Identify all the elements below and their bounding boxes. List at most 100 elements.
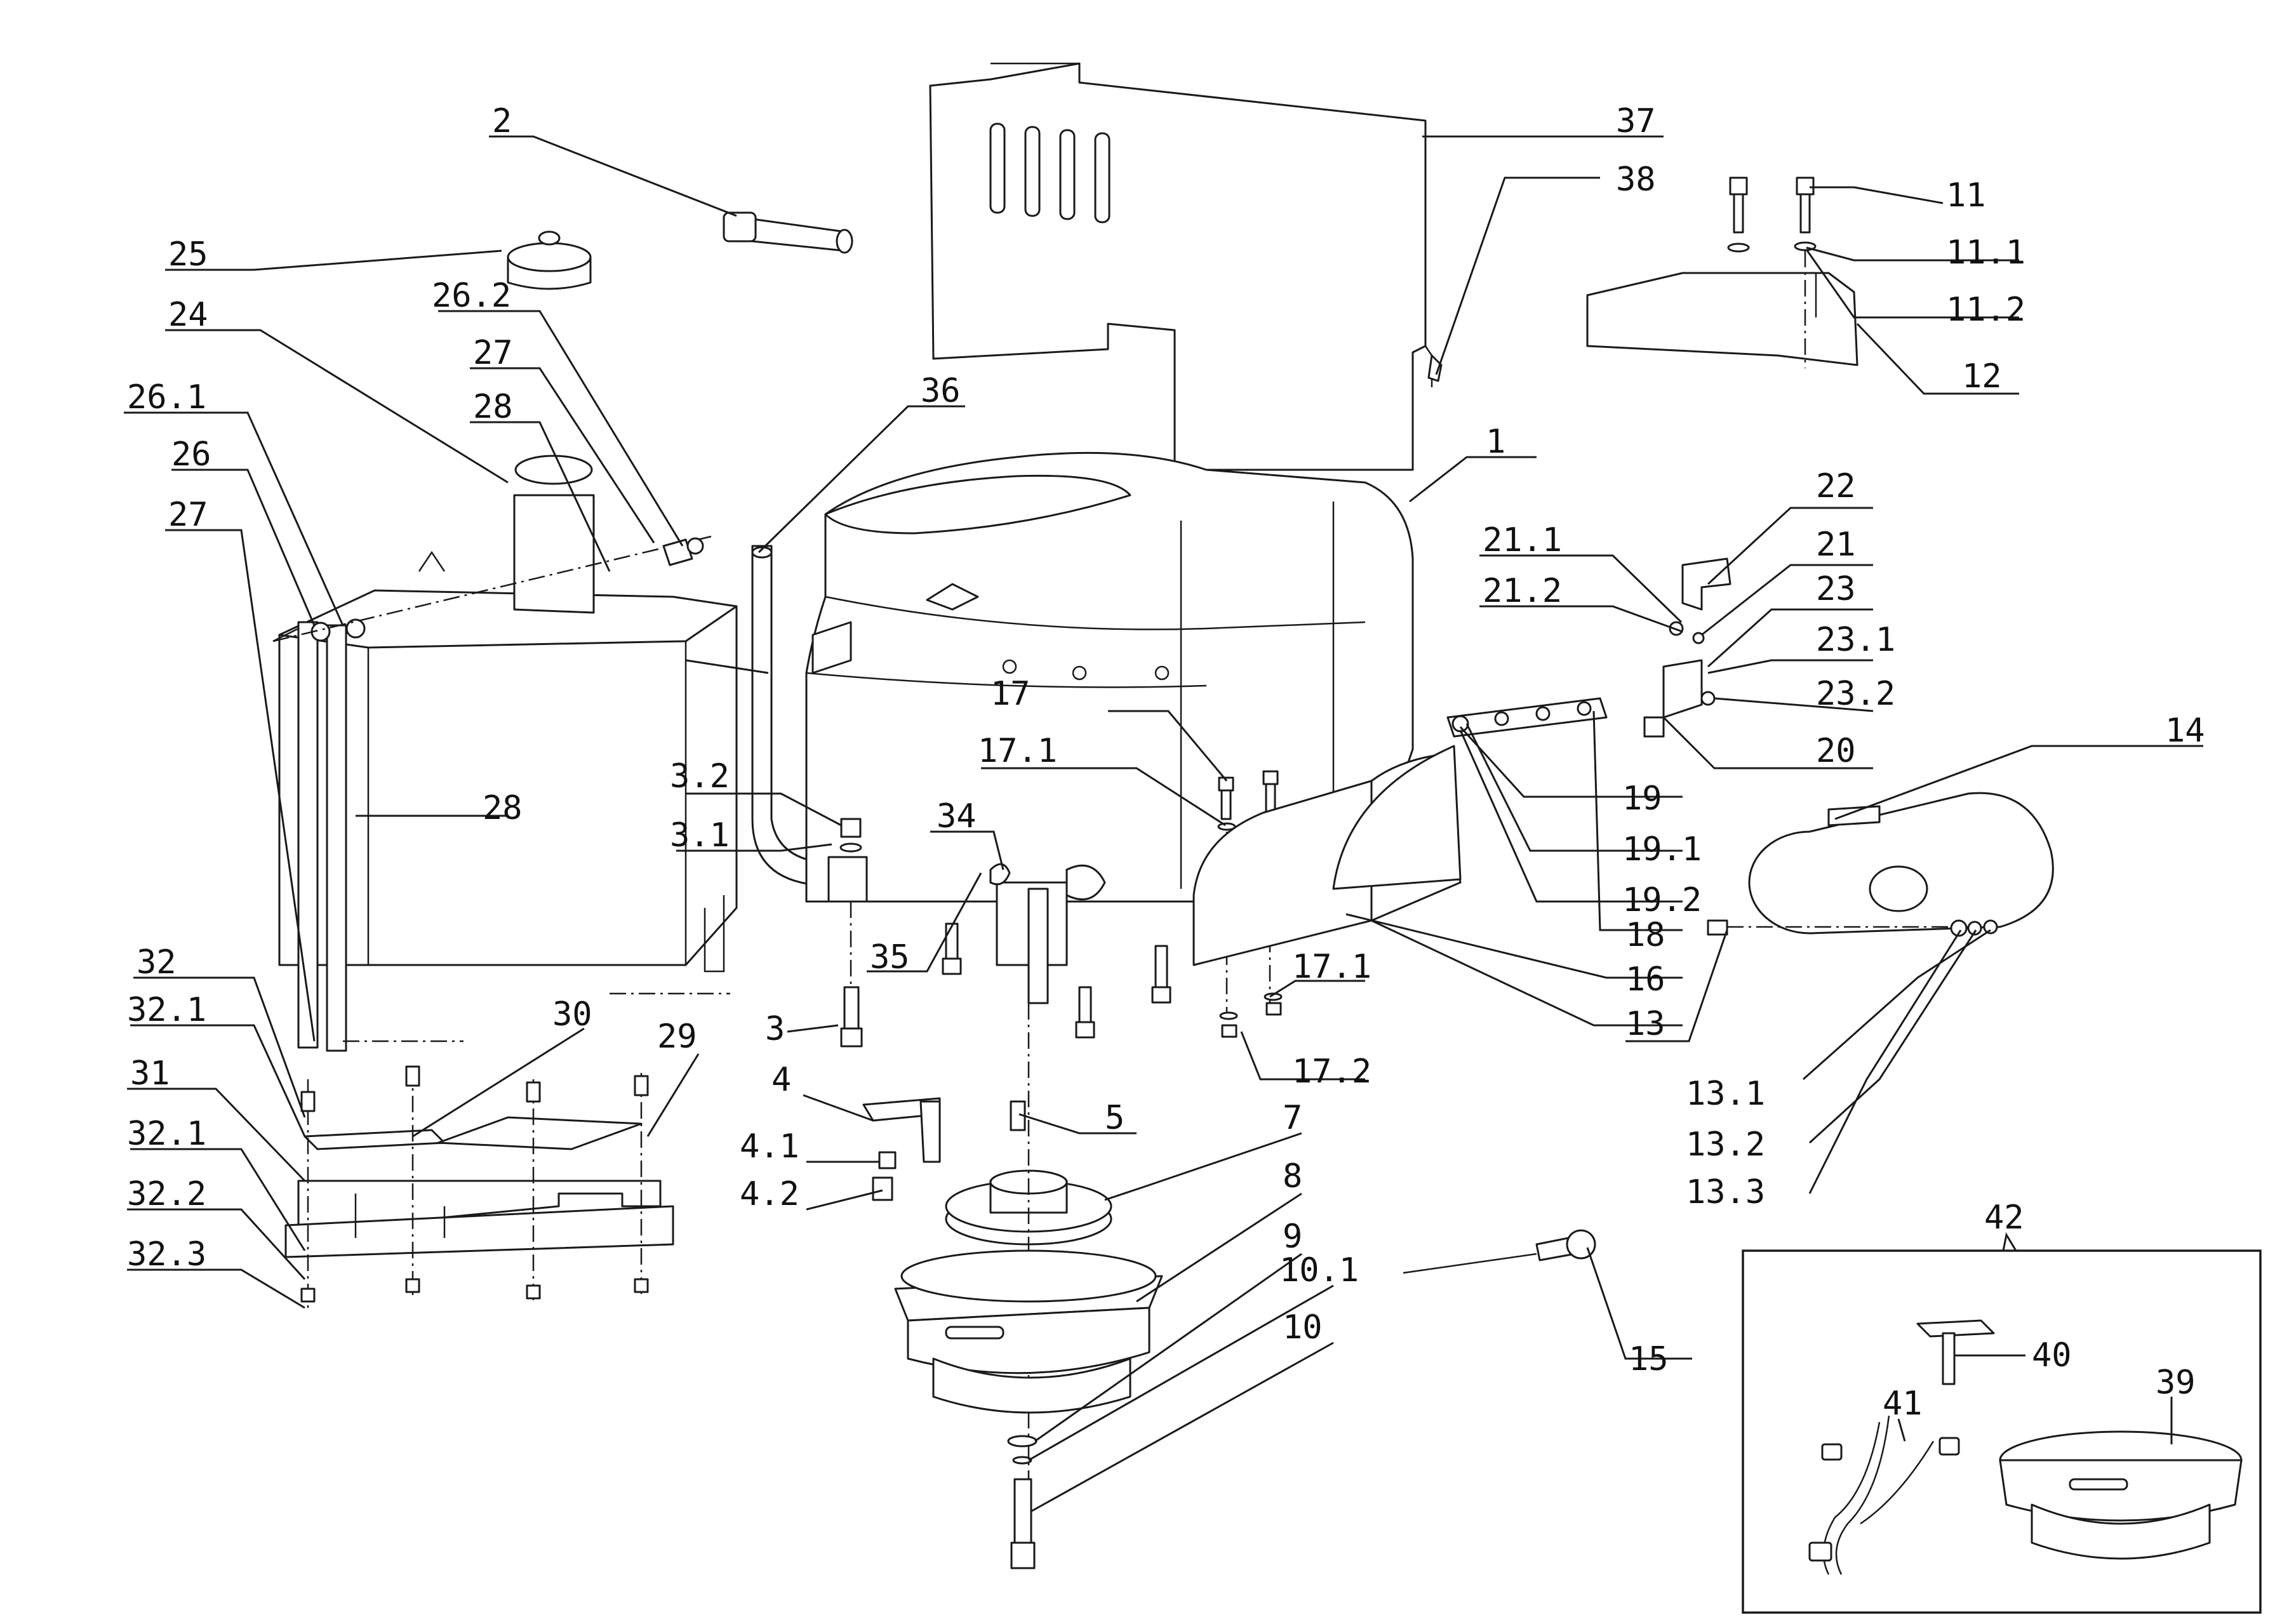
callout-19-1: 19.1 — [1622, 830, 1702, 869]
part-22-lever — [1681, 557, 1731, 611]
callout-2: 2 — [492, 102, 512, 140]
callout-41: 41 — [1883, 1385, 1923, 1423]
callout-25: 25 — [168, 236, 208, 274]
callout-5: 5 — [1105, 1099, 1124, 1137]
callout-38: 38 — [1616, 161, 1656, 199]
part-26-strap — [272, 535, 712, 1052]
callout-3: 3 — [765, 1010, 785, 1048]
detail-box-42 — [1742, 1232, 2262, 1614]
part-15-dipstick — [1403, 1229, 1596, 1274]
callout-17-2: 17.2 — [1292, 1053, 1371, 1091]
part-9-washer — [1007, 1435, 1037, 1448]
callout-4-2: 4.2 — [740, 1175, 799, 1213]
callout-13-3: 13.3 — [1686, 1173, 1765, 1211]
callout-23-1: 23.1 — [1816, 621, 1895, 659]
callout-15: 15 — [1629, 1340, 1669, 1378]
callout-32-3: 32.3 — [127, 1235, 206, 1274]
callout-21: 21 — [1816, 526, 1856, 564]
callout-27-upper: 27 — [473, 334, 513, 372]
part-8-clutch — [894, 1249, 1163, 1414]
callout-11: 11 — [1946, 176, 1986, 215]
callout-23-2: 23.2 — [1816, 675, 1895, 713]
callout-26-1: 26.1 — [127, 378, 206, 416]
callout-21-1: 21.1 — [1483, 521, 1562, 559]
callout-1: 1 — [1486, 423, 1505, 461]
part-37-shield — [929, 62, 1433, 471]
part-7-pulley — [945, 1003, 1112, 1486]
callout-42: 42 — [1984, 1199, 2024, 1237]
callout-17-1-upper: 17.1 — [978, 732, 1057, 770]
part-4-bracket — [862, 1097, 941, 1201]
callout-19-2: 19.2 — [1622, 881, 1702, 919]
callout-4-1: 4.1 — [740, 1128, 799, 1166]
part-25-cap — [507, 230, 592, 290]
callout-17-1-lower: 17.1 — [1292, 948, 1371, 986]
callout-labels: 2 25 24 26.2 27 28 26.1 26 27 36 37 38 1… — [127, 102, 2205, 1423]
callout-20: 20 — [1816, 732, 1856, 770]
callout-36: 36 — [921, 372, 961, 410]
part-31-base-plate — [284, 1180, 674, 1258]
callout-8: 8 — [1283, 1157, 1302, 1195]
callout-13-1: 13.1 — [1686, 1075, 1765, 1113]
callout-3-1: 3.1 — [670, 816, 730, 855]
part-10-bolt — [1010, 1456, 1036, 1569]
callout-28-upper: 28 — [473, 388, 513, 426]
callout-32-1-lower: 32.1 — [127, 1115, 206, 1153]
part-39-clutch-assembly — [1999, 1430, 2243, 1560]
callout-13-2: 13.2 — [1686, 1126, 1765, 1164]
callout-40: 40 — [2032, 1336, 2072, 1374]
callout-35: 35 — [870, 938, 910, 976]
part-17-bolts — [942, 770, 1283, 1039]
callout-32: 32 — [137, 943, 177, 982]
callout-21-2: 21.2 — [1483, 572, 1562, 610]
part-40-pin — [1916, 1319, 1995, 1385]
part-12-bracket — [1586, 272, 1858, 366]
callout-26: 26 — [171, 436, 211, 474]
leader-lines — [124, 135, 2203, 1512]
callout-23: 23 — [1816, 570, 1856, 608]
callout-14: 14 — [2165, 712, 2205, 750]
callout-11-1: 11.1 — [1946, 234, 2025, 272]
callout-16: 16 — [1625, 961, 1665, 999]
callout-37: 37 — [1616, 102, 1656, 140]
part-41-harness — [1808, 1415, 1960, 1575]
callout-39: 39 — [2156, 1364, 2196, 1402]
part-18-bracket — [1446, 697, 1608, 738]
callout-26-2: 26.2 — [432, 277, 511, 315]
part-13-exhaust-shield — [1192, 745, 1462, 966]
callout-28-lower: 28 — [483, 789, 523, 827]
callout-29: 29 — [657, 1018, 697, 1056]
callout-18: 18 — [1625, 916, 1665, 954]
part-14-muffler — [1707, 792, 2054, 937]
callout-30: 30 — [552, 995, 592, 1034]
callout-32-1-upper: 32.1 — [127, 991, 206, 1029]
part-34-clamp — [989, 863, 1011, 886]
callout-3-2: 3.2 — [670, 757, 730, 795]
part-1-engine — [805, 451, 1414, 1004]
part-32-fasteners — [300, 992, 730, 1308]
callout-19: 19 — [1622, 780, 1662, 818]
callout-12: 12 — [1962, 357, 2002, 396]
callout-22: 22 — [1816, 467, 1856, 505]
callout-10-1: 10.1 — [1279, 1251, 1359, 1289]
callout-27-lower: 27 — [168, 496, 208, 534]
callout-34: 34 — [937, 797, 977, 835]
part-29-plate — [437, 1116, 643, 1150]
callout-10: 10 — [1283, 1308, 1323, 1347]
part-28-fuel-tank — [278, 455, 738, 973]
callout-7: 7 — [1283, 1099, 1302, 1137]
part-20-bracket — [1643, 621, 1716, 738]
part-2-fitting — [723, 211, 853, 254]
callout-24: 24 — [168, 296, 208, 334]
part-3-bolt — [827, 818, 868, 1048]
part-38-screw — [1427, 354, 1443, 382]
callout-13: 13 — [1625, 1005, 1665, 1043]
callout-11-2: 11.2 — [1946, 291, 2025, 329]
callout-32-2: 32.2 — [127, 1175, 206, 1213]
part-30-plate — [304, 1129, 446, 1150]
callout-4: 4 — [771, 1061, 791, 1099]
callout-17: 17 — [991, 675, 1031, 713]
callout-31: 31 — [130, 1055, 170, 1093]
